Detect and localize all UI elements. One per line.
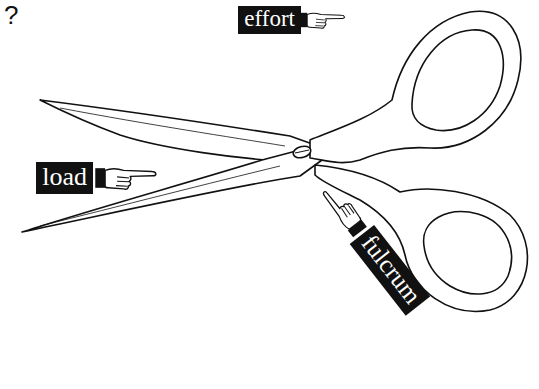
handle-ring-hole <box>424 212 512 294</box>
label-tag: load <box>36 162 93 194</box>
pivot-screw <box>292 144 312 159</box>
question-mark: ? <box>4 0 18 31</box>
upper-blade <box>40 100 318 162</box>
label-tag: effort <box>238 6 301 34</box>
pointing-hand <box>95 168 156 189</box>
lower-handle <box>315 165 527 311</box>
lower-blade <box>22 150 322 232</box>
pointing-hand <box>320 184 368 238</box>
label-text: effort <box>244 6 295 32</box>
label-text: load <box>42 162 87 192</box>
pointing-hand <box>300 13 344 28</box>
upper-handle <box>310 11 521 162</box>
blade-edge <box>60 108 285 146</box>
handle-ring-hole <box>412 30 503 131</box>
scissors <box>22 11 527 311</box>
screw-slot <box>295 150 309 153</box>
pointing-hand <box>320 184 368 238</box>
